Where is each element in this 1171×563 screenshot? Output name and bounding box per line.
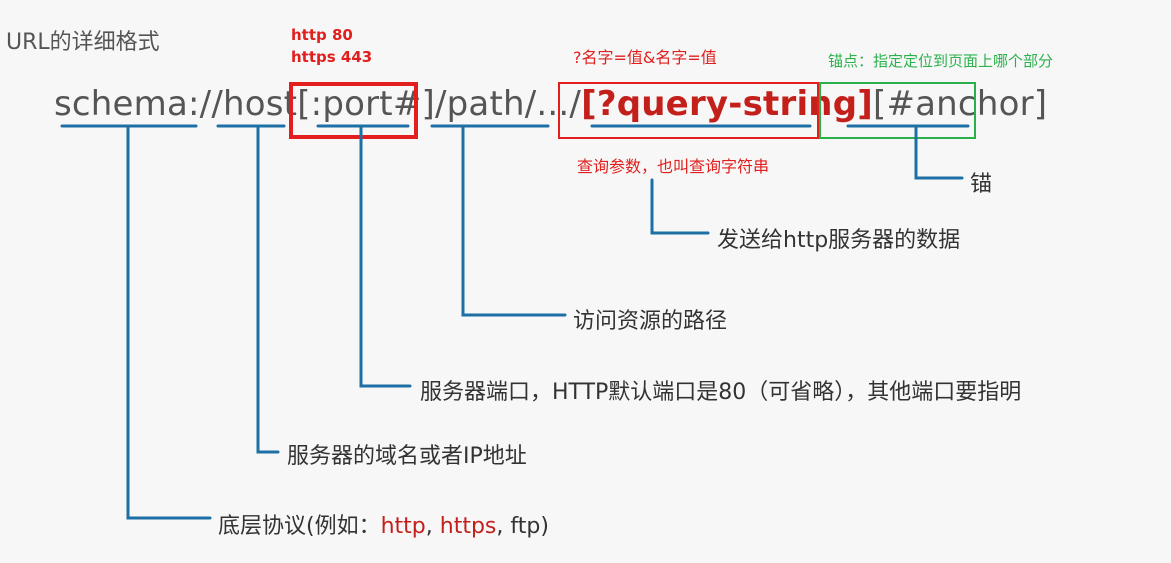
protocol-separator-2: ,: [496, 514, 511, 539]
url-format: schema://host[:port#]/path/.../[?query-s…: [54, 84, 1047, 124]
protocol-ftp: ftp): [510, 514, 549, 539]
query-example-note: ?名字=值&名字=值: [573, 48, 717, 67]
label-path: 访问资源的路径: [573, 309, 728, 334]
protocol-separator-1: ,: [425, 514, 440, 539]
query-string-note: 查询参数，也叫查询字符串: [577, 157, 770, 176]
url-path: /path/.../: [434, 84, 582, 124]
protocol-prefix: 底层协议(例如：: [218, 514, 381, 539]
query-highlight-box: [558, 82, 819, 139]
protocol-http: http: [380, 514, 426, 539]
anchor-highlight-box: [819, 82, 976, 139]
url-anchor: [#anchor]: [872, 84, 1048, 124]
connector-port: [359, 124, 412, 388]
diagram-title: URL的详细格式: [6, 30, 160, 55]
url-port: [:port#]: [297, 84, 435, 124]
label-protocol: 底层协议(例如：http, https, ftp): [218, 508, 549, 540]
connector-anchor: [914, 124, 964, 180]
port-highlight-box: [289, 82, 418, 139]
http-port-note: http 80: [291, 26, 353, 44]
connector-query: [650, 178, 710, 235]
connector-protocol: [126, 124, 212, 520]
connector-host: [256, 124, 280, 454]
default-ports-note: http 80 https 443: [291, 24, 372, 68]
protocol-https: https: [439, 514, 497, 539]
url-schema-host: schema://host: [54, 84, 298, 124]
connector-path: [461, 124, 567, 317]
label-query-data: 发送给http服务器的数据: [717, 228, 961, 253]
label-host: 服务器的域名或者IP地址: [287, 444, 527, 469]
label-port: 服务器端口，HTTP默认端口是80（可省略），其他端口要指明: [420, 380, 1022, 405]
https-port-note: https 443: [291, 48, 373, 66]
url-query-string: [?query-string]: [581, 84, 873, 124]
anchor-note: 锚点：指定定位到页面上哪个部分: [828, 52, 1054, 70]
label-anchor: 锚: [970, 172, 993, 197]
